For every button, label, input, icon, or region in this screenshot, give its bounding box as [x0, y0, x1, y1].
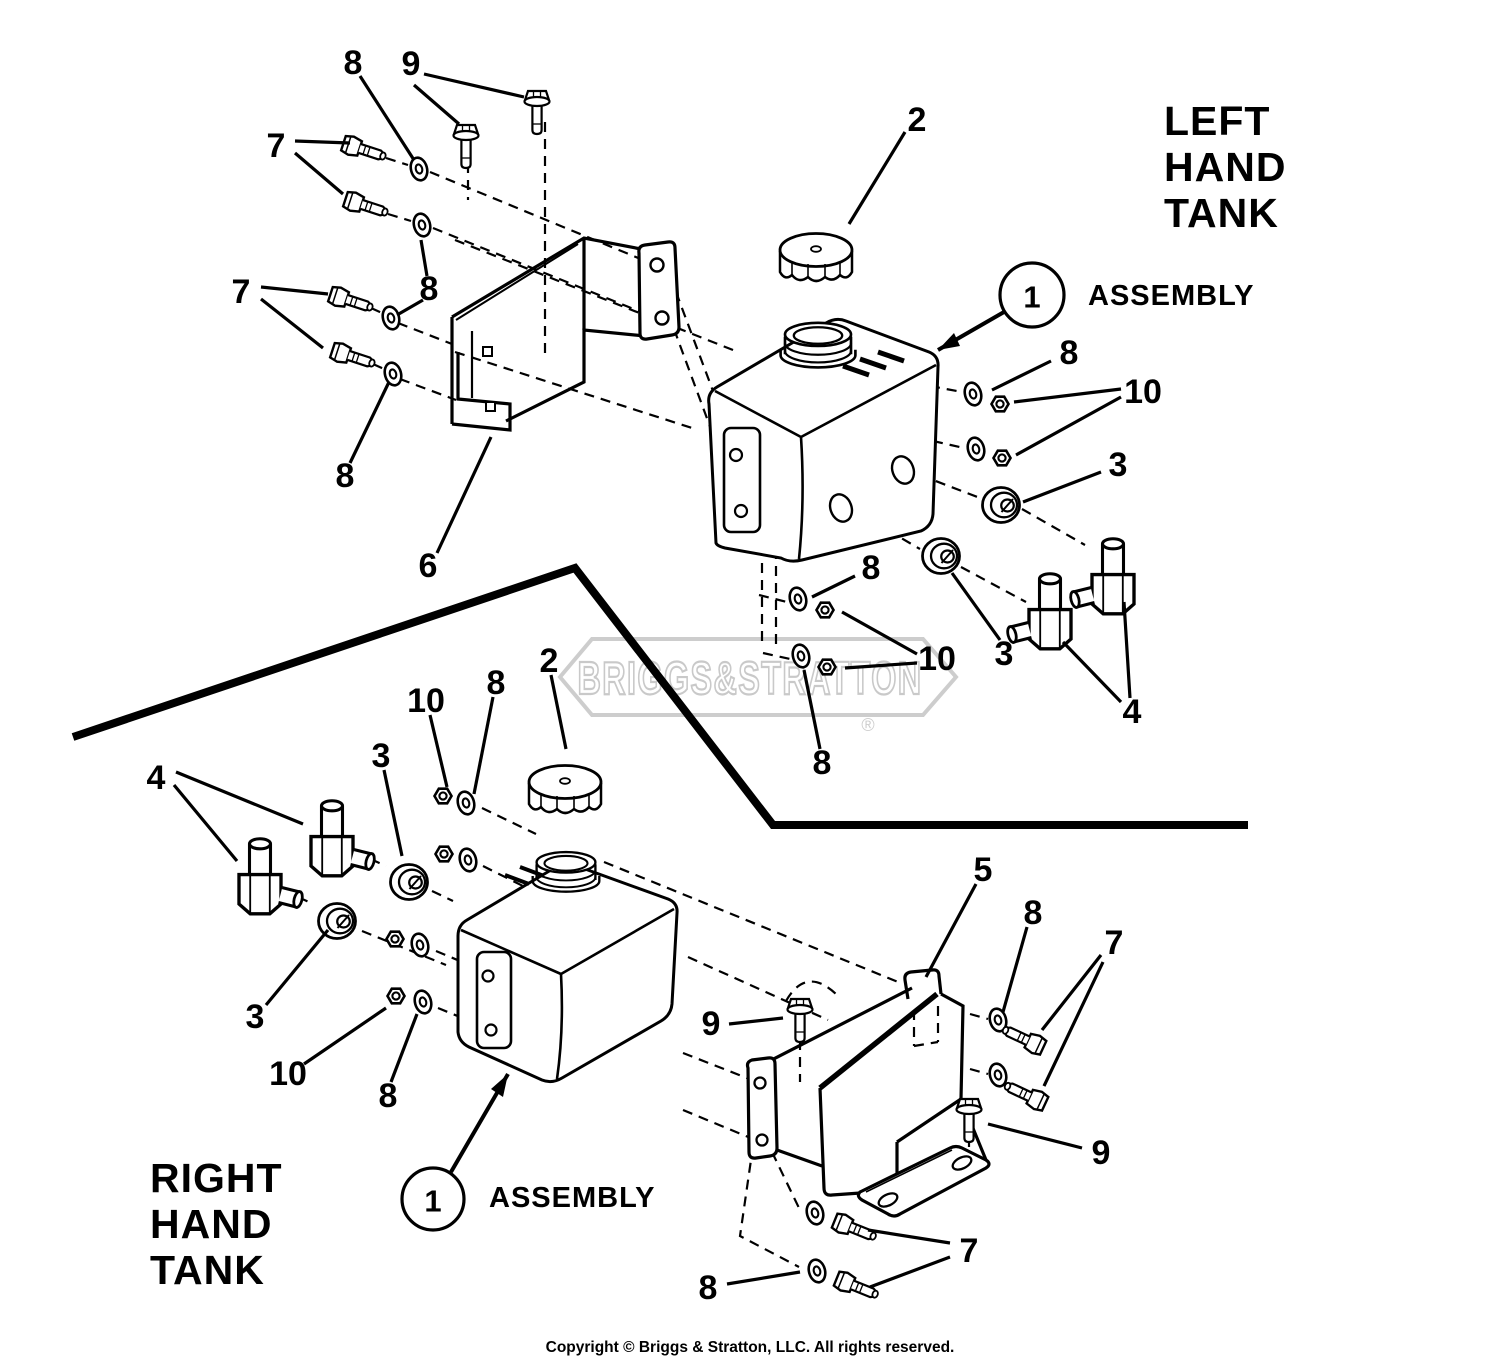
- bracket-hole: [753, 1076, 767, 1090]
- grommet-icon: [389, 863, 429, 901]
- callout: 8: [344, 44, 363, 82]
- arrowhead-icon: [938, 333, 960, 350]
- tank-edges: [714, 363, 937, 560]
- arrowhead-icon: [491, 1074, 508, 1097]
- bracket-slot: [951, 1155, 973, 1171]
- callout: 10: [1124, 373, 1162, 411]
- callout: 6: [419, 547, 438, 585]
- callout: 9: [402, 45, 421, 83]
- tank-port: [828, 493, 854, 523]
- callout: 8: [487, 664, 506, 702]
- left-hand-tank-title: LEFT HAND TANK: [1164, 98, 1286, 236]
- nut-icon: [990, 395, 1010, 413]
- balloon-circle: [998, 261, 1066, 329]
- bracket-hole: [755, 1133, 769, 1147]
- callout: 9: [702, 1005, 721, 1043]
- nut-icon: [434, 845, 454, 863]
- tank-outline: [456, 862, 679, 1084]
- tank-bracket-left: [450, 236, 681, 432]
- callout: 7: [267, 127, 286, 165]
- title-line: HAND: [150, 1201, 272, 1247]
- copyright-notice: Copyright © Briggs & Stratton, LLC. All …: [546, 1339, 955, 1356]
- bracket-hole: [654, 310, 670, 326]
- balloon-number: 1: [1023, 280, 1040, 315]
- title-line: TANK: [150, 1247, 265, 1293]
- title-line: RIGHT: [150, 1155, 283, 1201]
- grommet-icon: [921, 537, 961, 575]
- leader-lines-bottom: [172, 674, 1105, 1289]
- balloon-number: 1: [424, 1184, 441, 1219]
- section-divider: [71, 563, 1248, 829]
- nut-icon: [817, 658, 837, 676]
- callout: 8: [420, 270, 439, 308]
- tank-molded-marks: [842, 349, 905, 378]
- callout: 3: [995, 635, 1014, 673]
- right-hand-tank-title: RIGHT HAND TANK: [150, 1155, 283, 1293]
- callout: 10: [269, 1055, 307, 1093]
- grommet-icon: [981, 486, 1021, 524]
- assembly-label: ASSEMBLY: [1088, 280, 1254, 312]
- nut-icon: [815, 601, 835, 619]
- callout: 8: [1024, 894, 1043, 932]
- fuel-tank-right: [456, 850, 679, 1084]
- watermark-text: BRIGGS&STRATTON: [578, 652, 923, 704]
- callout: 2: [908, 101, 927, 139]
- callout-numbers-bottom: 2 8 10 3 4 3 10 8 5 8 7 9 9 7 8: [147, 642, 1124, 1307]
- callout: 3: [372, 737, 391, 775]
- callout: 3: [1109, 446, 1128, 484]
- nut-icon: [386, 987, 406, 1005]
- right-hand-tank-assembly: 1 ASSEMBLY 2 8 10 3 4 3 10 8 5 8 7 9 9 7…: [147, 642, 1124, 1307]
- tank-bracket-right: [745, 968, 991, 1218]
- assembly-balloon-left: 1 ASSEMBLY: [937, 261, 1254, 352]
- left-hand-tank-assembly: 1 ASSEMBLY 8 9 7 8 7 8 6 2 8 10 3 3 4 8 …: [232, 44, 1254, 782]
- callout: 8: [699, 1269, 718, 1307]
- callout: 8: [336, 457, 355, 495]
- fuel-tank-left: [707, 317, 940, 563]
- nut-icon: [433, 787, 453, 805]
- title-line: TANK: [1164, 190, 1279, 236]
- tank-edges: [460, 907, 675, 1080]
- tank-outline: [707, 317, 940, 563]
- assembly-balloon-right: 1 ASSEMBLY: [400, 1072, 655, 1232]
- briggs-stratton-watermark: BRIGGS&STRATTON ®: [557, 637, 959, 735]
- callout: 8: [379, 1077, 398, 1115]
- callout: 10: [918, 640, 956, 678]
- title-line: LEFT: [1164, 98, 1270, 144]
- callout: 8: [862, 549, 881, 587]
- watermark-registered-icon: ®: [861, 715, 874, 735]
- callout: 7: [960, 1232, 979, 1270]
- watermark-hexagon: [557, 637, 959, 717]
- balloon-circle: [400, 1166, 466, 1232]
- tank-port: [890, 455, 916, 485]
- callout: 2: [540, 642, 559, 680]
- bracket-hole: [649, 257, 665, 273]
- callout: 4: [1123, 693, 1142, 731]
- callout: 8: [1060, 334, 1079, 372]
- bracket-slot: [877, 1192, 899, 1208]
- nut-icon: [385, 930, 405, 948]
- callout: 4: [147, 759, 166, 797]
- nut-icon: [992, 449, 1012, 467]
- assembly-label: ASSEMBLY: [489, 1182, 655, 1214]
- callout: 10: [407, 682, 445, 720]
- callout: 8: [813, 744, 832, 782]
- callout: 3: [246, 998, 265, 1036]
- callout-numbers-top: 8 9 7 8 7 8 6 2 8 10 3 3 4 8 10 8: [232, 44, 1162, 782]
- callout: 9: [1092, 1134, 1111, 1172]
- callout: 7: [232, 273, 251, 311]
- title-line: HAND: [1164, 144, 1286, 190]
- callout: 5: [974, 851, 993, 889]
- callout: 7: [1105, 924, 1124, 962]
- leader-lines-top: [260, 72, 1132, 750]
